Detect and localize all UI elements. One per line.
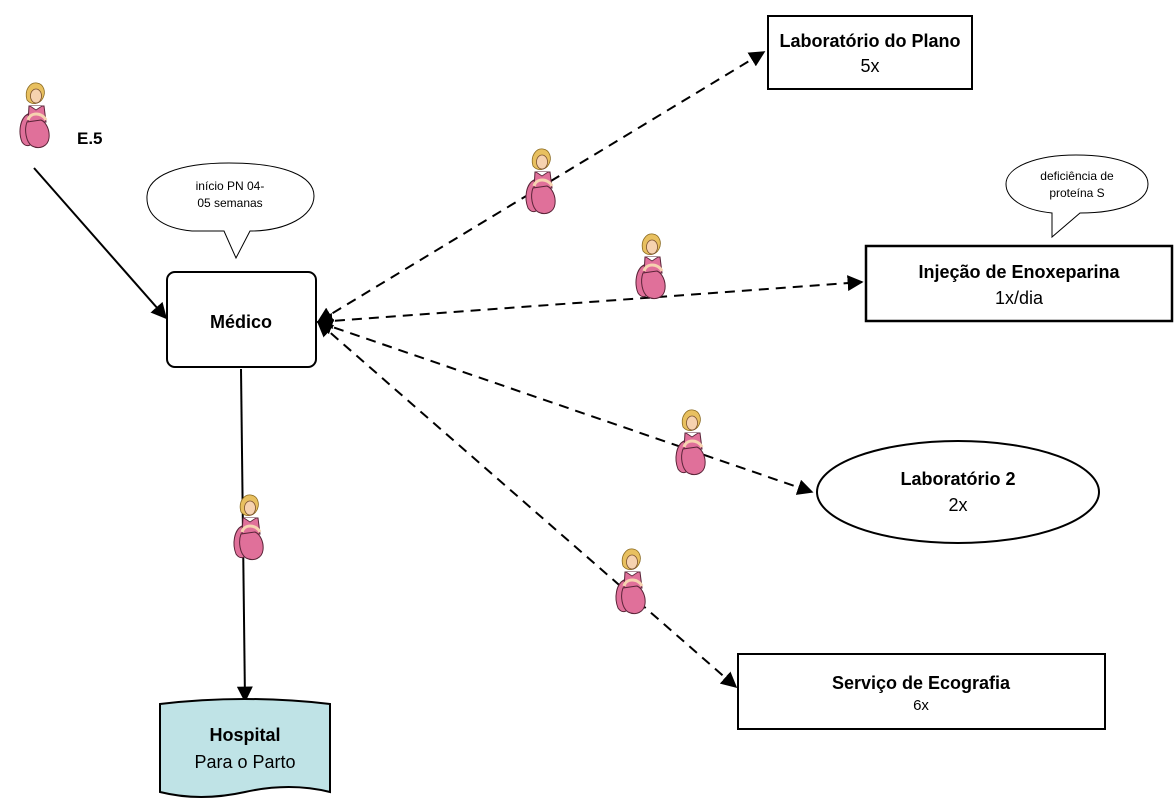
patient-en-route-injection-icon: [634, 232, 667, 301]
speech-bubble-condition: deficiência de proteína S: [1005, 154, 1149, 239]
patient-label: E.5: [77, 129, 103, 148]
node-injection-title: Injeção de Enoxeparina: [918, 262, 1120, 282]
node-injection-frequency: 1x/dia: [995, 288, 1044, 308]
node-lab2-frequency: 2x: [948, 495, 967, 515]
patient-en-route-lab2-icon: [674, 408, 707, 477]
arrow-doctor-injection: [316, 275, 864, 329]
arrow-doctor-lab2: [316, 319, 814, 495]
arrow-patient-to-doctor: [33, 167, 168, 320]
patient-e5-icon: [18, 81, 51, 150]
node-hospital: Hospital Para o Parto: [159, 698, 331, 798]
node-ultrasound: Serviço de Ecografia 6x: [737, 653, 1106, 730]
node-lab-plan: Laboratório do Plano 5x: [767, 15, 973, 90]
speech-bubble-condition-line2: proteína S: [1049, 186, 1104, 200]
node-doctor: Médico: [166, 271, 317, 368]
node-lab2: Laboratório 2 2x: [816, 440, 1100, 544]
speech-bubble-start: início PN 04- 05 semanas: [146, 162, 315, 260]
node-ultrasound-title: Serviço de Ecografia: [832, 673, 1011, 693]
speech-bubble-condition-line1: deficiência de: [1040, 169, 1114, 183]
node-hospital-title: Hospital: [209, 725, 280, 745]
speech-bubble-start-line2: 05 semanas: [197, 196, 262, 210]
patient-en-route-lab-plan-icon: [524, 147, 557, 216]
patient-en-route-ultrasound-icon: [614, 547, 647, 616]
node-lab-plan-frequency: 5x: [860, 56, 879, 76]
node-ultrasound-frequency: 6x: [913, 697, 929, 714]
node-doctor-title: Médico: [210, 312, 272, 332]
node-lab2-title: Laboratório 2: [900, 469, 1015, 489]
arrow-doctor-ultrasound: [316, 320, 738, 689]
node-lab-plan-title: Laboratório do Plano: [779, 31, 960, 51]
node-hospital-subtitle: Para o Parto: [194, 752, 295, 772]
patient-en-route-hospital-icon: [232, 493, 265, 562]
node-injection: Injeção de Enoxeparina 1x/dia: [864, 244, 1174, 323]
speech-bubble-start-line1: início PN 04-: [196, 179, 265, 193]
